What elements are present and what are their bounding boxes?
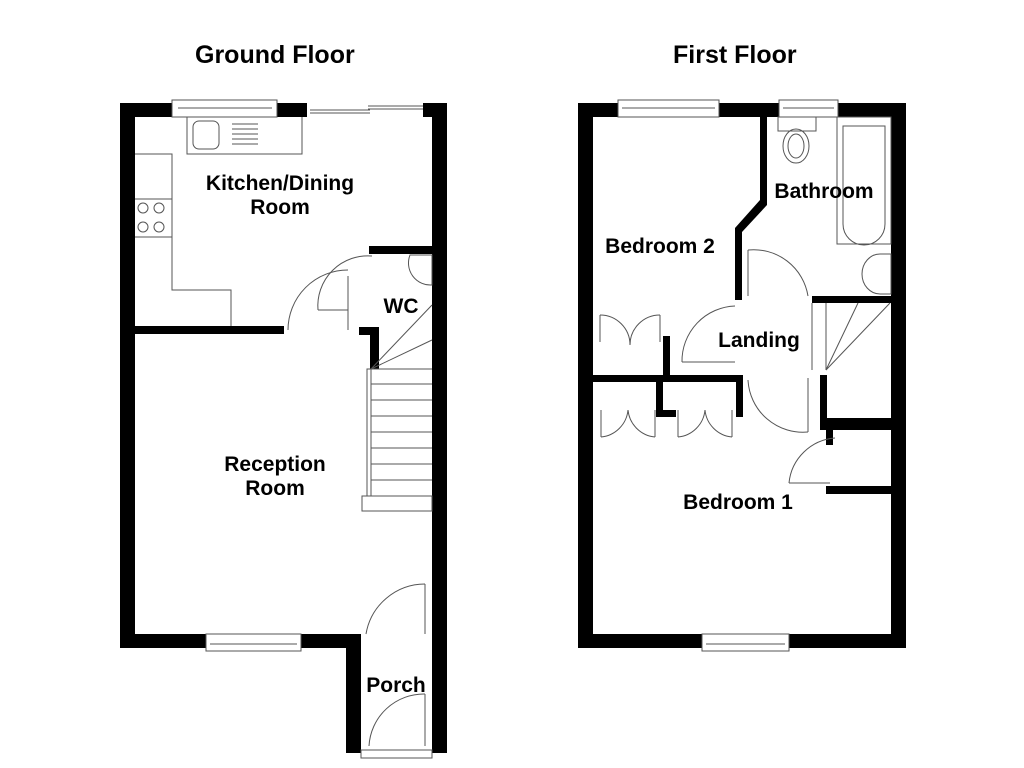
wall: [120, 103, 135, 648]
wall: [134, 326, 284, 334]
wall: [760, 110, 767, 205]
wall: [120, 634, 206, 648]
wall: [838, 103, 906, 117]
door-swing: [317, 255, 373, 311]
wall: [826, 486, 892, 494]
wall: [346, 634, 361, 753]
first-floor-plan: [578, 99, 906, 652]
wall: [593, 375, 743, 382]
room-label-bathroom: Bathroom: [774, 180, 874, 203]
sink-icon: [192, 120, 220, 150]
hob-icon: [137, 202, 165, 233]
front-door-threshold: [360, 749, 433, 759]
wall: [578, 103, 618, 117]
wall: [370, 327, 379, 369]
wall: [277, 103, 307, 117]
wall: [826, 425, 833, 445]
room-label-kitchen-dining: Kitchen/Dining Room: [180, 172, 380, 220]
room-label-wc: WC: [383, 295, 419, 318]
wall: [120, 103, 172, 117]
room-label-reception: Reception Room: [190, 453, 360, 501]
wall: [656, 382, 663, 417]
room-label-line: Kitchen/Dining: [205, 172, 355, 195]
stair-banister: [366, 368, 372, 497]
wall: [359, 327, 379, 335]
room-label-porch: Porch: [366, 674, 426, 697]
wall: [820, 375, 827, 425]
window: [205, 633, 302, 652]
wall: [369, 246, 435, 254]
wall: [719, 103, 779, 117]
room-label-bedroom-1: Bedroom 1: [683, 491, 793, 514]
stairs: [370, 304, 433, 497]
wall: [891, 103, 906, 648]
wall: [789, 634, 906, 648]
door-swing: [287, 269, 349, 331]
wall: [812, 296, 892, 303]
basin-icon: [407, 254, 433, 286]
stairs: [811, 302, 891, 371]
room-label-landing: Landing: [718, 329, 800, 352]
room-label-line: Room: [250, 196, 310, 219]
wall: [820, 418, 892, 430]
wall: [578, 634, 702, 648]
wall: [736, 375, 743, 417]
room-label-bedroom-2: Bedroom 2: [605, 235, 715, 258]
door-swing: [747, 249, 809, 297]
door-swing: [368, 693, 426, 747]
window: [701, 633, 790, 652]
door-swing: [788, 437, 836, 484]
basin-icon: [861, 253, 892, 295]
bath-icon: [836, 116, 892, 245]
door-swing: [365, 583, 426, 635]
toilet-icon: [777, 116, 817, 132]
floor-title: Ground Floor: [195, 41, 355, 69]
ground-floor-plan: [120, 99, 447, 759]
wall: [735, 228, 742, 300]
floor-title: First Floor: [673, 41, 797, 69]
wall: [578, 103, 593, 648]
wardrobe-doors: [599, 314, 733, 438]
wall: [663, 336, 670, 376]
door-swing: [681, 305, 736, 363]
wall: [656, 410, 676, 417]
room-label-line: Reception: [224, 453, 326, 476]
door-swing: [747, 379, 809, 433]
wall: [432, 103, 447, 753]
room-label-line: Room: [245, 477, 305, 500]
